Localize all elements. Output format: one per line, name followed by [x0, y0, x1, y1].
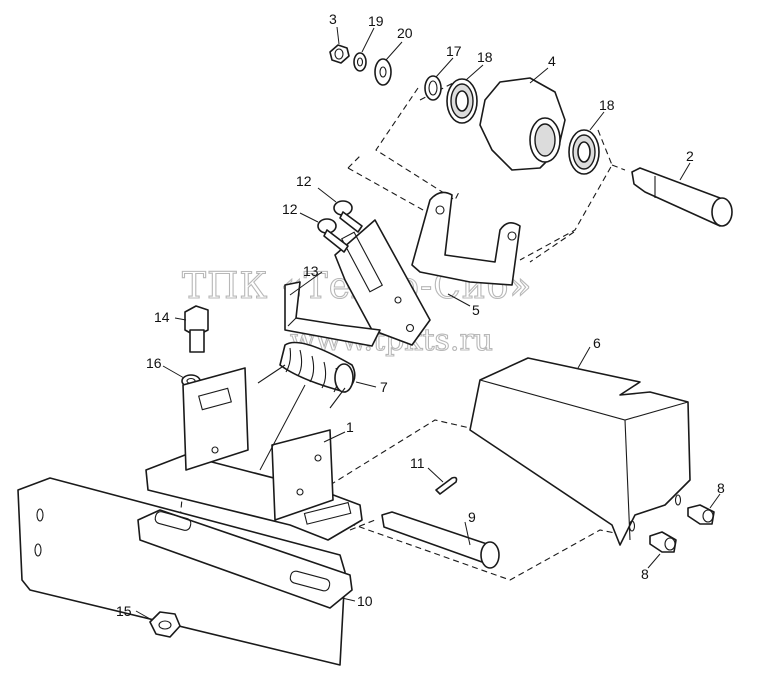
- cotter-pin-part-11: [435, 476, 458, 495]
- bearing-part-18-right: [568, 129, 600, 175]
- nut-part-15: [149, 611, 181, 638]
- callout-20: 20: [397, 25, 413, 41]
- assembly-line-cover: [329, 419, 626, 581]
- spring-part-7: [257, 341, 356, 409]
- plate-part-10: [17, 477, 353, 666]
- spacer-part-17: [424, 75, 442, 101]
- nut-part-3: [329, 44, 350, 64]
- bolt-part-14: [184, 305, 209, 353]
- axle-part-2: [631, 167, 733, 227]
- callout-17: 17: [446, 43, 462, 59]
- callout-2: 2: [686, 148, 694, 164]
- callout-16: 16: [146, 355, 162, 371]
- callout-15: 15: [116, 603, 132, 619]
- washer-part-20: [374, 58, 392, 86]
- callout-13: 13: [303, 263, 319, 279]
- callout-18-right: 18: [599, 97, 615, 113]
- pin-part-9: [381, 511, 500, 569]
- callout-11: 11: [410, 455, 425, 471]
- callout-8-lower: 8: [641, 566, 649, 582]
- screw-part-8-lower: [649, 531, 677, 553]
- callout-7: 7: [380, 379, 388, 395]
- callout-8-upper: 8: [717, 480, 725, 496]
- bracket-part-5: [334, 191, 521, 346]
- assembly-line-bracket: [347, 155, 626, 263]
- cover-part-6: [469, 357, 691, 546]
- screw-part-12-lower: [317, 218, 349, 253]
- callout-12-upper: 12: [296, 173, 312, 189]
- callout-19: 19: [368, 13, 384, 29]
- callout-labels: 3 19 20 17 18 4 18 2 12 12 13 5 6 14 16 …: [116, 11, 725, 619]
- spring-washer-part-19: [353, 52, 367, 72]
- callout-5: 5: [472, 302, 480, 318]
- callout-6: 6: [593, 335, 601, 351]
- screw-part-8-upper: [687, 504, 715, 525]
- leader-lines: [135, 26, 721, 621]
- base-bracket-part-1: [145, 367, 363, 541]
- bearing-part-18-left: [446, 78, 478, 124]
- assembly-line-roller: [347, 81, 613, 261]
- roller-part-4: [479, 77, 566, 171]
- callout-3: 3: [329, 11, 337, 27]
- callout-10: 10: [357, 593, 373, 609]
- callout-14: 14: [154, 309, 170, 325]
- screw-part-12-upper: [333, 200, 363, 233]
- callout-1: 1: [346, 419, 354, 435]
- callout-12-lower: 12: [282, 201, 298, 217]
- callout-9: 9: [468, 509, 476, 525]
- callout-18-top: 18: [477, 49, 493, 65]
- callout-4: 4: [548, 53, 556, 69]
